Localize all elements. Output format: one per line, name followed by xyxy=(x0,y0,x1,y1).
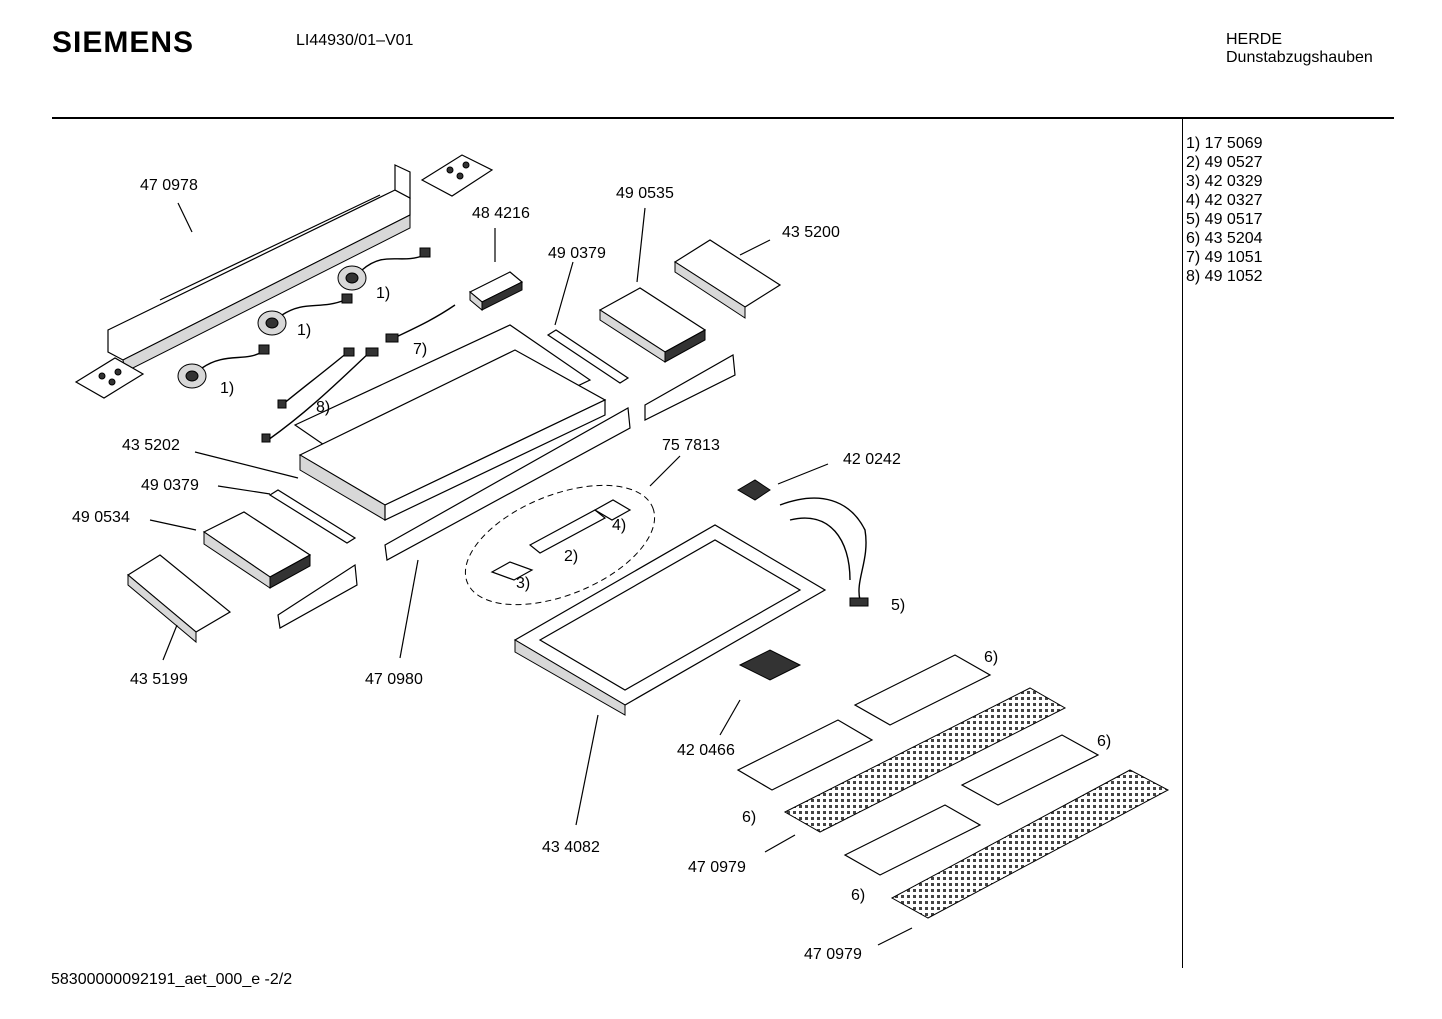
ref-1a: 1) xyxy=(376,285,390,302)
parts-list-item: 3) 42 0329 xyxy=(1186,173,1263,190)
model-number: LI44930/01–V01 xyxy=(296,32,414,49)
callout-757813: 75 7813 xyxy=(662,437,720,454)
parts-list-item: 7) 49 1051 xyxy=(1186,249,1263,266)
ref-6a: 6) xyxy=(984,649,998,666)
part-bracket-420466 xyxy=(738,649,802,681)
part-strip-490379-low xyxy=(268,489,357,544)
category-line-2: Dunstabzugshauben xyxy=(1226,49,1373,66)
part-strip-490379-top xyxy=(546,329,630,384)
part-end-plate-top xyxy=(420,154,494,197)
ref-3: 3) xyxy=(516,575,530,592)
category-line-1: HERDE xyxy=(1226,31,1283,48)
part-rail-470978 xyxy=(107,164,411,373)
ref-7: 7) xyxy=(413,341,427,358)
callout-435200: 43 5200 xyxy=(782,224,840,241)
ref-6c: 6) xyxy=(742,809,756,826)
ref-5: 5) xyxy=(891,597,905,614)
part-box-490535 xyxy=(598,287,707,363)
callout-470979-a: 47 0979 xyxy=(688,859,746,876)
part-wire-8 xyxy=(261,347,379,443)
parts-list: 1) 17 5069 2) 49 0527 3) 42 0329 4) 42 0… xyxy=(1186,134,1263,286)
part-grease-filter-b xyxy=(890,769,1170,919)
parts-list-item: 8) 49 1052 xyxy=(1186,268,1263,285)
exploded-parts-diagram: 47 0978 48 4216 49 0535 49 0379 43 5200 … xyxy=(72,154,1170,963)
leader-lines xyxy=(149,202,913,946)
header-divider xyxy=(52,117,1394,119)
callout-420466: 42 0466 xyxy=(677,742,735,759)
parts-list-item: 6) 43 5204 xyxy=(1186,230,1263,247)
callout-470979-b: 47 0979 xyxy=(804,946,862,963)
part-control-group-757813 xyxy=(464,484,656,606)
part-front-strip-470980 xyxy=(384,407,631,561)
callout-470978: 47 0978 xyxy=(140,177,198,194)
category-label: HERDE Dunstabzugshauben xyxy=(1226,31,1373,67)
ref-6b: 6) xyxy=(1097,733,1111,750)
callout-420242: 42 0242 xyxy=(843,451,901,468)
part-transformer-484216 xyxy=(468,271,524,312)
ref-1b: 1) xyxy=(297,322,311,339)
part-wire-7 xyxy=(385,304,456,343)
part-lamp-1a xyxy=(337,247,431,291)
callout-490534: 49 0534 xyxy=(72,509,130,526)
part-hood-body xyxy=(293,324,607,521)
parts-list-item: 4) 42 0327 xyxy=(1186,192,1263,209)
callout-490379-top: 49 0379 xyxy=(548,245,606,262)
part-tray-434082 xyxy=(513,524,827,716)
part-lamp-1c xyxy=(177,344,270,389)
brand-logo: SIEMENS xyxy=(52,26,195,59)
part-filter-6b xyxy=(736,719,874,791)
callout-434082: 43 4082 xyxy=(542,839,600,856)
parts-list-item: 1) 17 5069 xyxy=(1186,135,1263,152)
part-filter-6d xyxy=(843,804,982,876)
part-filter-6a xyxy=(853,654,992,726)
part-bracket-right xyxy=(644,354,736,421)
callout-490379-low: 49 0379 xyxy=(141,477,199,494)
part-channel-435199 xyxy=(126,554,232,644)
ref-8: 8) xyxy=(316,399,330,416)
part-bracket-left xyxy=(277,563,358,629)
part-filter-6c xyxy=(960,734,1100,806)
callout-470980: 47 0980 xyxy=(365,671,423,688)
ref-1c: 1) xyxy=(220,380,234,397)
callout-490535: 49 0535 xyxy=(616,185,674,202)
callout-435199: 43 5199 xyxy=(130,671,188,688)
part-grease-filter-a xyxy=(783,687,1067,833)
part-box-490534 xyxy=(202,511,312,589)
document-footer: 58300000092191_aet_000_e -2/2 xyxy=(51,971,293,988)
callout-484216: 48 4216 xyxy=(472,205,530,222)
callout-435202: 43 5202 xyxy=(122,437,180,454)
part-switch-420242 xyxy=(737,479,869,607)
part-channel-435200 xyxy=(673,239,782,319)
ref-4: 4) xyxy=(612,517,626,534)
part-lamp-1b xyxy=(257,293,353,336)
ref-6d: 6) xyxy=(851,887,865,904)
parts-list-item: 2) 49 0527 xyxy=(1186,154,1263,171)
parts-column-divider xyxy=(1182,118,1183,968)
parts-list-item: 5) 49 0517 xyxy=(1186,211,1263,228)
part-end-plate-left xyxy=(74,357,145,399)
ref-2: 2) xyxy=(564,548,578,565)
